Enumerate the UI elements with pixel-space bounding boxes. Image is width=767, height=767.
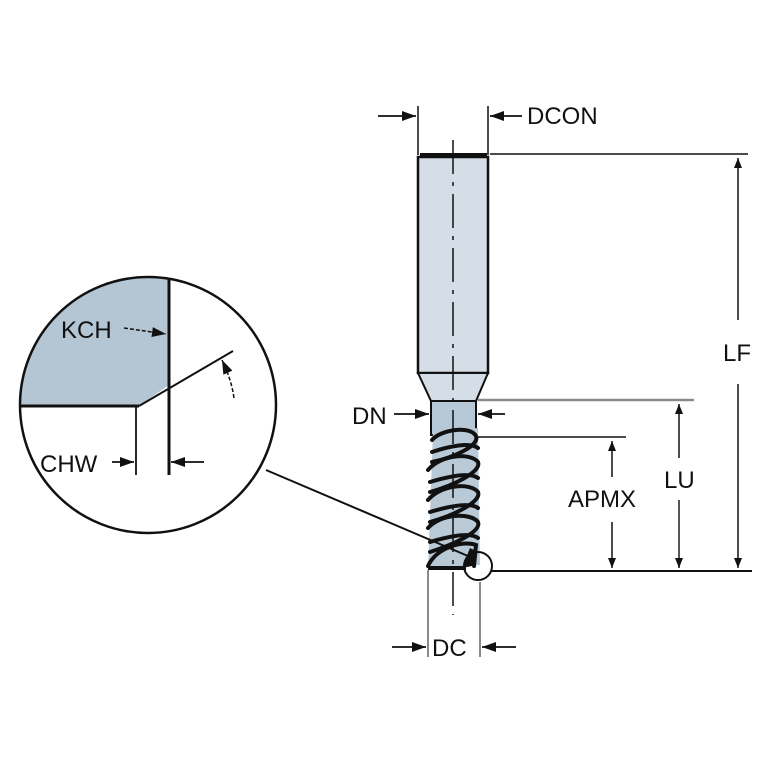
lf-label: LF bbox=[723, 340, 751, 367]
apmx-dimension: APMX bbox=[478, 436, 636, 568]
dcon-dimension: DCON bbox=[378, 103, 598, 155]
lf-dimension: LF bbox=[490, 153, 751, 568]
apmx-label: APMX bbox=[568, 486, 636, 513]
lu-dimension: LU bbox=[478, 398, 695, 568]
detail-cutting-face bbox=[20, 277, 169, 406]
magnified-detail-view: KCH CHW bbox=[18, 275, 278, 535]
dn-dimension: DN bbox=[352, 403, 505, 430]
dn-label: DN bbox=[352, 403, 387, 430]
lu-label: LU bbox=[664, 467, 695, 494]
kch-label: KCH bbox=[61, 317, 112, 344]
dcon-label: DCON bbox=[527, 103, 598, 130]
dc-label: DC bbox=[432, 635, 467, 662]
detail-leader-line bbox=[265, 469, 469, 557]
chamfer-angle-arrow bbox=[221, 359, 235, 399]
chw-label: CHW bbox=[40, 451, 98, 478]
corner-detail-marker bbox=[463, 551, 493, 581]
dc-dimension: DC bbox=[392, 570, 516, 662]
tool-flutes bbox=[426, 427, 481, 570]
